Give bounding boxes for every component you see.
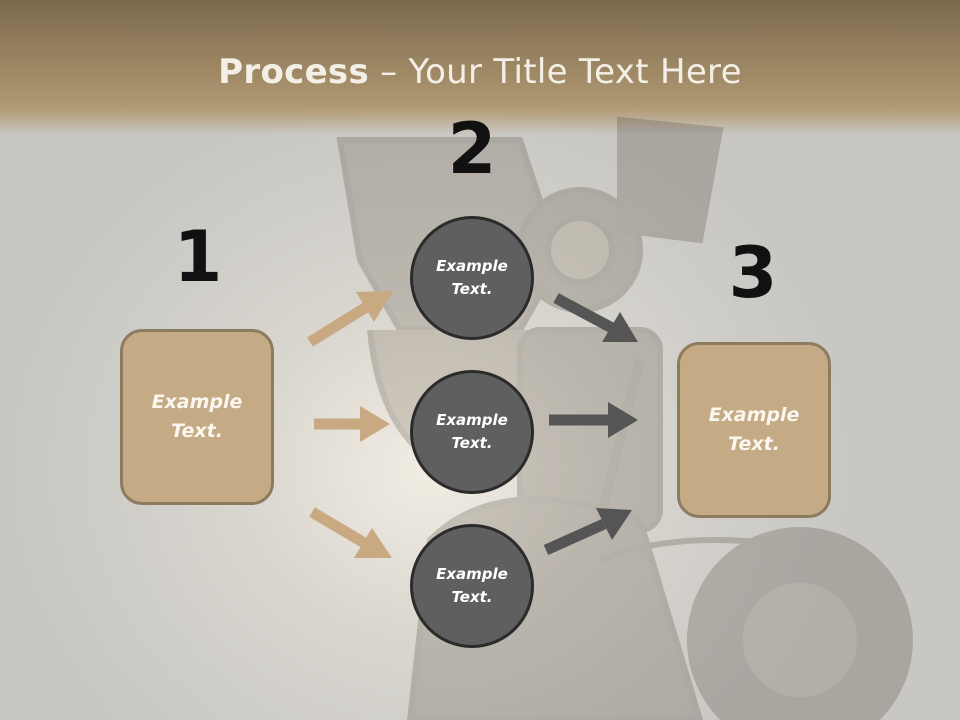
dark-arrow-down bbox=[553, 293, 638, 342]
left-text-box[interactable]: Example Text. bbox=[120, 329, 274, 505]
step-number-3: 3 bbox=[728, 232, 778, 314]
right-text-box[interactable]: Example Text. bbox=[677, 342, 831, 518]
dark-arrow-right bbox=[549, 402, 638, 438]
circle-middle[interactable]: Example Text. bbox=[410, 370, 534, 494]
circle-middle-text: Example Text. bbox=[436, 411, 508, 452]
title-bold: Process bbox=[218, 52, 370, 92]
left-box-text: Example Text. bbox=[151, 391, 243, 442]
circle-top[interactable]: Example Text. bbox=[410, 216, 534, 340]
step-number-1: 1 bbox=[173, 216, 223, 298]
step-number-2: 2 bbox=[447, 108, 497, 190]
tan-arrow-down bbox=[309, 507, 392, 558]
circle-top-text: Example Text. bbox=[436, 257, 508, 298]
header-band bbox=[0, 0, 960, 135]
title-rest: – Your Title Text Here bbox=[369, 52, 742, 92]
right-box-text: Example Text. bbox=[708, 404, 800, 455]
dark-arrow-up bbox=[543, 508, 632, 556]
circle-bottom[interactable]: Example Text. bbox=[410, 524, 534, 648]
slide-title: Process – Your Title Text Here bbox=[0, 52, 960, 92]
circle-bottom-text: Example Text. bbox=[436, 565, 508, 606]
tan-arrow-right bbox=[314, 406, 390, 442]
tan-arrow-up bbox=[307, 291, 393, 347]
